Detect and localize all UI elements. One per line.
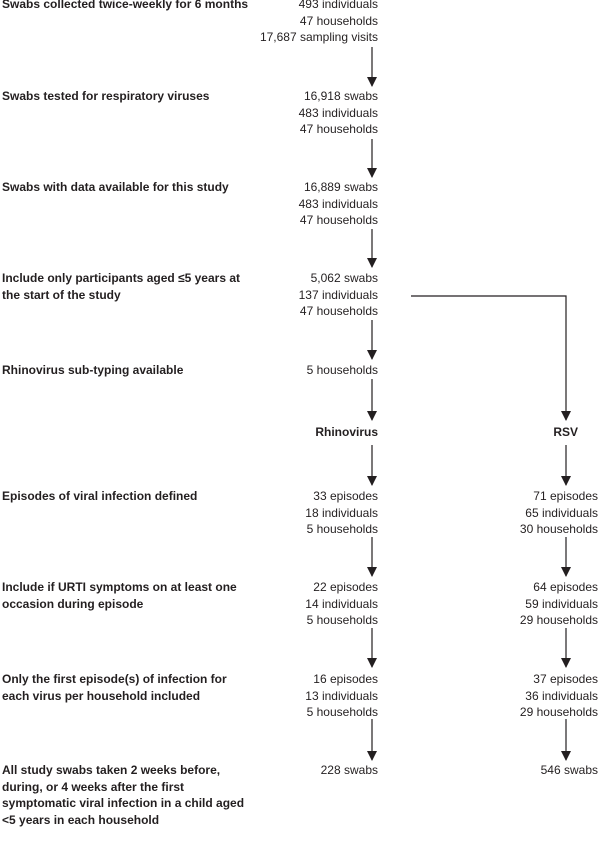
count-line: 18 individuals	[305, 505, 378, 520]
step-label-swabs-tested: Swabs tested for respiratory viruses	[2, 89, 210, 103]
count-line: 16,918 swabs	[303, 89, 378, 103]
rsv-counts-first-episode: 37 episodes 36 individuals 29 households	[520, 671, 598, 721]
step-label-subtyping: Rhinovirus sub-typing available	[2, 363, 184, 377]
count-line: 14 individuals	[305, 596, 378, 611]
step-label-study-swabs: All study swabs taken 2 weeks before, du…	[2, 763, 245, 827]
count-line: 5 households	[306, 705, 378, 719]
count-line: 29 households	[519, 705, 598, 719]
rsv-counts-swabs: 546 swabs	[541, 762, 598, 779]
rhinovirus-counts-urti: 22 episodes 14 individuals 5 households	[305, 579, 378, 629]
step-label-swabs-collected: Swabs collected twice-weekly for 6 month…	[2, 0, 249, 11]
step-counts-swabs-collected: 493 individuals 47 households 17,687 sam…	[260, 0, 378, 46]
step-label-urti-symptoms: Include if URTI symptoms on at least one…	[2, 580, 237, 611]
count-line: 47 households	[299, 213, 378, 227]
branch-to-rsv-connector	[411, 295, 571, 421]
count-line: 30 households	[519, 522, 598, 536]
count-line: 5,062 swabs	[310, 271, 378, 285]
step-counts-age-inclusion: 5,062 swabs 137 individuals 47 household…	[299, 270, 378, 320]
count-line: 17,687 sampling visits	[259, 30, 378, 44]
count-line: 228 swabs	[320, 763, 378, 777]
count-line: 5 households	[306, 613, 378, 627]
count-line: 22 episodes	[313, 580, 378, 594]
count-line: 546 swabs	[540, 763, 598, 777]
count-line: 483 individuals	[298, 196, 378, 211]
count-line: 47 households	[299, 13, 378, 28]
rhinovirus-counts-episodes: 33 episodes 18 individuals 5 households	[305, 488, 378, 538]
rhinovirus-counts-swabs: 228 swabs	[321, 762, 378, 779]
step-counts-subtyping: 5 households	[307, 362, 378, 379]
branch-header-rhinovirus: Rhinovirus	[315, 425, 378, 439]
branch-header-rsv: RSV	[553, 425, 578, 439]
rsv-counts-episodes: 71 episodes 65 individuals 30 households	[520, 488, 598, 538]
count-line: 13 individuals	[305, 688, 378, 703]
count-line: 16,889 swabs	[303, 180, 378, 194]
step-label-first-episode: Only the first episode(s) of infection f…	[2, 672, 227, 703]
count-line: 33 episodes	[313, 489, 378, 503]
count-line: 37 episodes	[533, 672, 598, 686]
count-line: 5 households	[306, 522, 378, 536]
count-line: 47 households	[299, 304, 378, 318]
count-line: 137 individuals	[298, 287, 378, 302]
count-line: 16 episodes	[313, 672, 378, 686]
step-label-episodes-defined: Episodes of viral infection defined	[2, 489, 198, 503]
count-line: 64 episodes	[533, 580, 598, 594]
rhinovirus-counts-first-episode: 16 episodes 13 individuals 5 households	[305, 671, 378, 721]
count-line: 71 episodes	[533, 489, 598, 503]
rsv-counts-urti: 64 episodes 59 individuals 29 households	[520, 579, 598, 629]
step-counts-data-available: 16,889 swabs 483 individuals 47 househol…	[299, 179, 378, 229]
count-line: 65 individuals	[525, 505, 598, 520]
count-line: 493 individuals	[298, 0, 378, 11]
count-line: 5 households	[306, 363, 378, 377]
count-line: 47 households	[299, 122, 378, 136]
step-label-data-available: Swabs with data available for this study	[2, 180, 229, 194]
count-line: 36 individuals	[525, 688, 598, 703]
step-counts-swabs-tested: 16,918 swabs 483 individuals 47 househol…	[299, 88, 378, 138]
count-line: 59 individuals	[525, 596, 598, 611]
step-label-age-inclusion: Include only participants aged ≤5 years …	[2, 271, 240, 302]
count-line: 29 households	[519, 613, 598, 627]
count-line: 483 individuals	[298, 105, 378, 120]
